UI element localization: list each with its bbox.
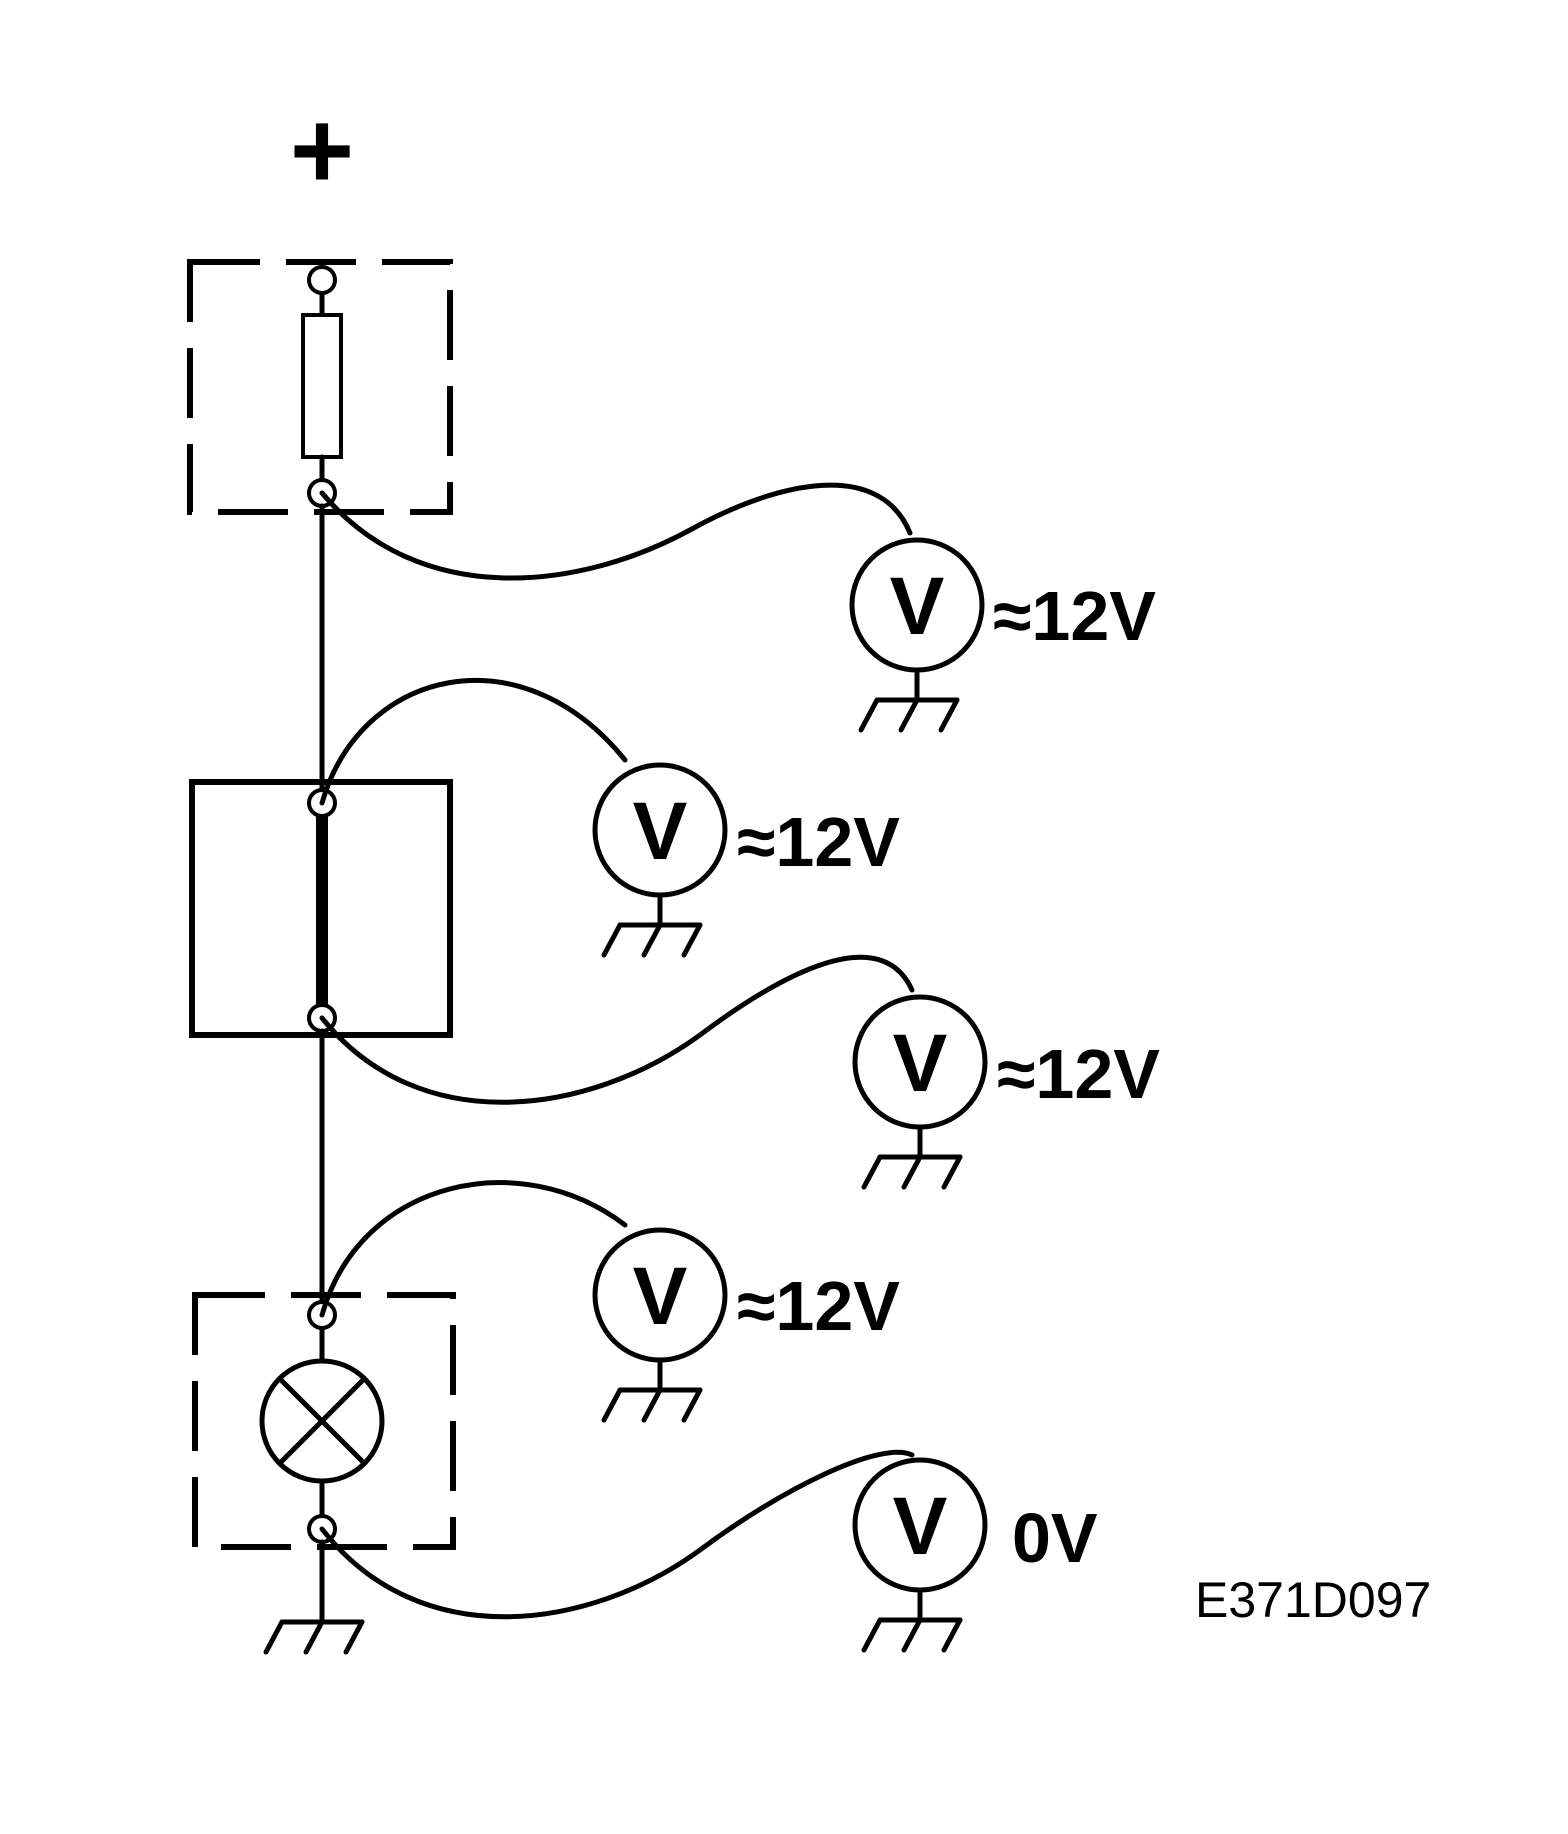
voltmeter-3-symbol: V (893, 1018, 948, 1109)
voltmeter-5-reading: 0V (1012, 1499, 1098, 1577)
voltmeter-2: V ≈12V (592, 762, 900, 958)
voltmeter-1-reading: ≈12V (993, 577, 1156, 655)
voltmeter-3-reading: ≈12V (997, 1035, 1160, 1113)
probe-wire-5 (319, 1449, 915, 1620)
voltmeter-4: V ≈12V (592, 1227, 900, 1423)
fuse-element (301, 313, 343, 459)
circuit-ground-symbol (263, 1619, 365, 1655)
voltmeter-5: V 0V (852, 1457, 1098, 1653)
voltmeter-5-symbol: V (893, 1481, 948, 1572)
probe-wire-1 (319, 482, 913, 581)
probe-wire-3 (319, 954, 915, 1105)
supply-positive-label: + (290, 89, 354, 212)
fuse-component (187, 259, 453, 515)
voltmeter-2-symbol: V (633, 786, 688, 877)
voltmeter-4-symbol: V (633, 1251, 688, 1342)
fuse-terminal-top (307, 265, 337, 295)
voltmeter-4-reading: ≈12V (737, 1267, 900, 1345)
figure-code: E371D097 (1195, 1572, 1431, 1628)
switch-component (189, 779, 453, 1038)
voltmeter-3: V ≈12V (852, 994, 1160, 1190)
voltmeter-2-reading: ≈12V (737, 803, 900, 881)
voltmeter-1-symbol: V (890, 561, 945, 652)
voltmeter-1: V ≈12V (849, 537, 1156, 733)
probe-wire-4 (319, 1180, 628, 1318)
lamp-component (192, 1292, 456, 1550)
probe-wire-2 (319, 678, 628, 806)
